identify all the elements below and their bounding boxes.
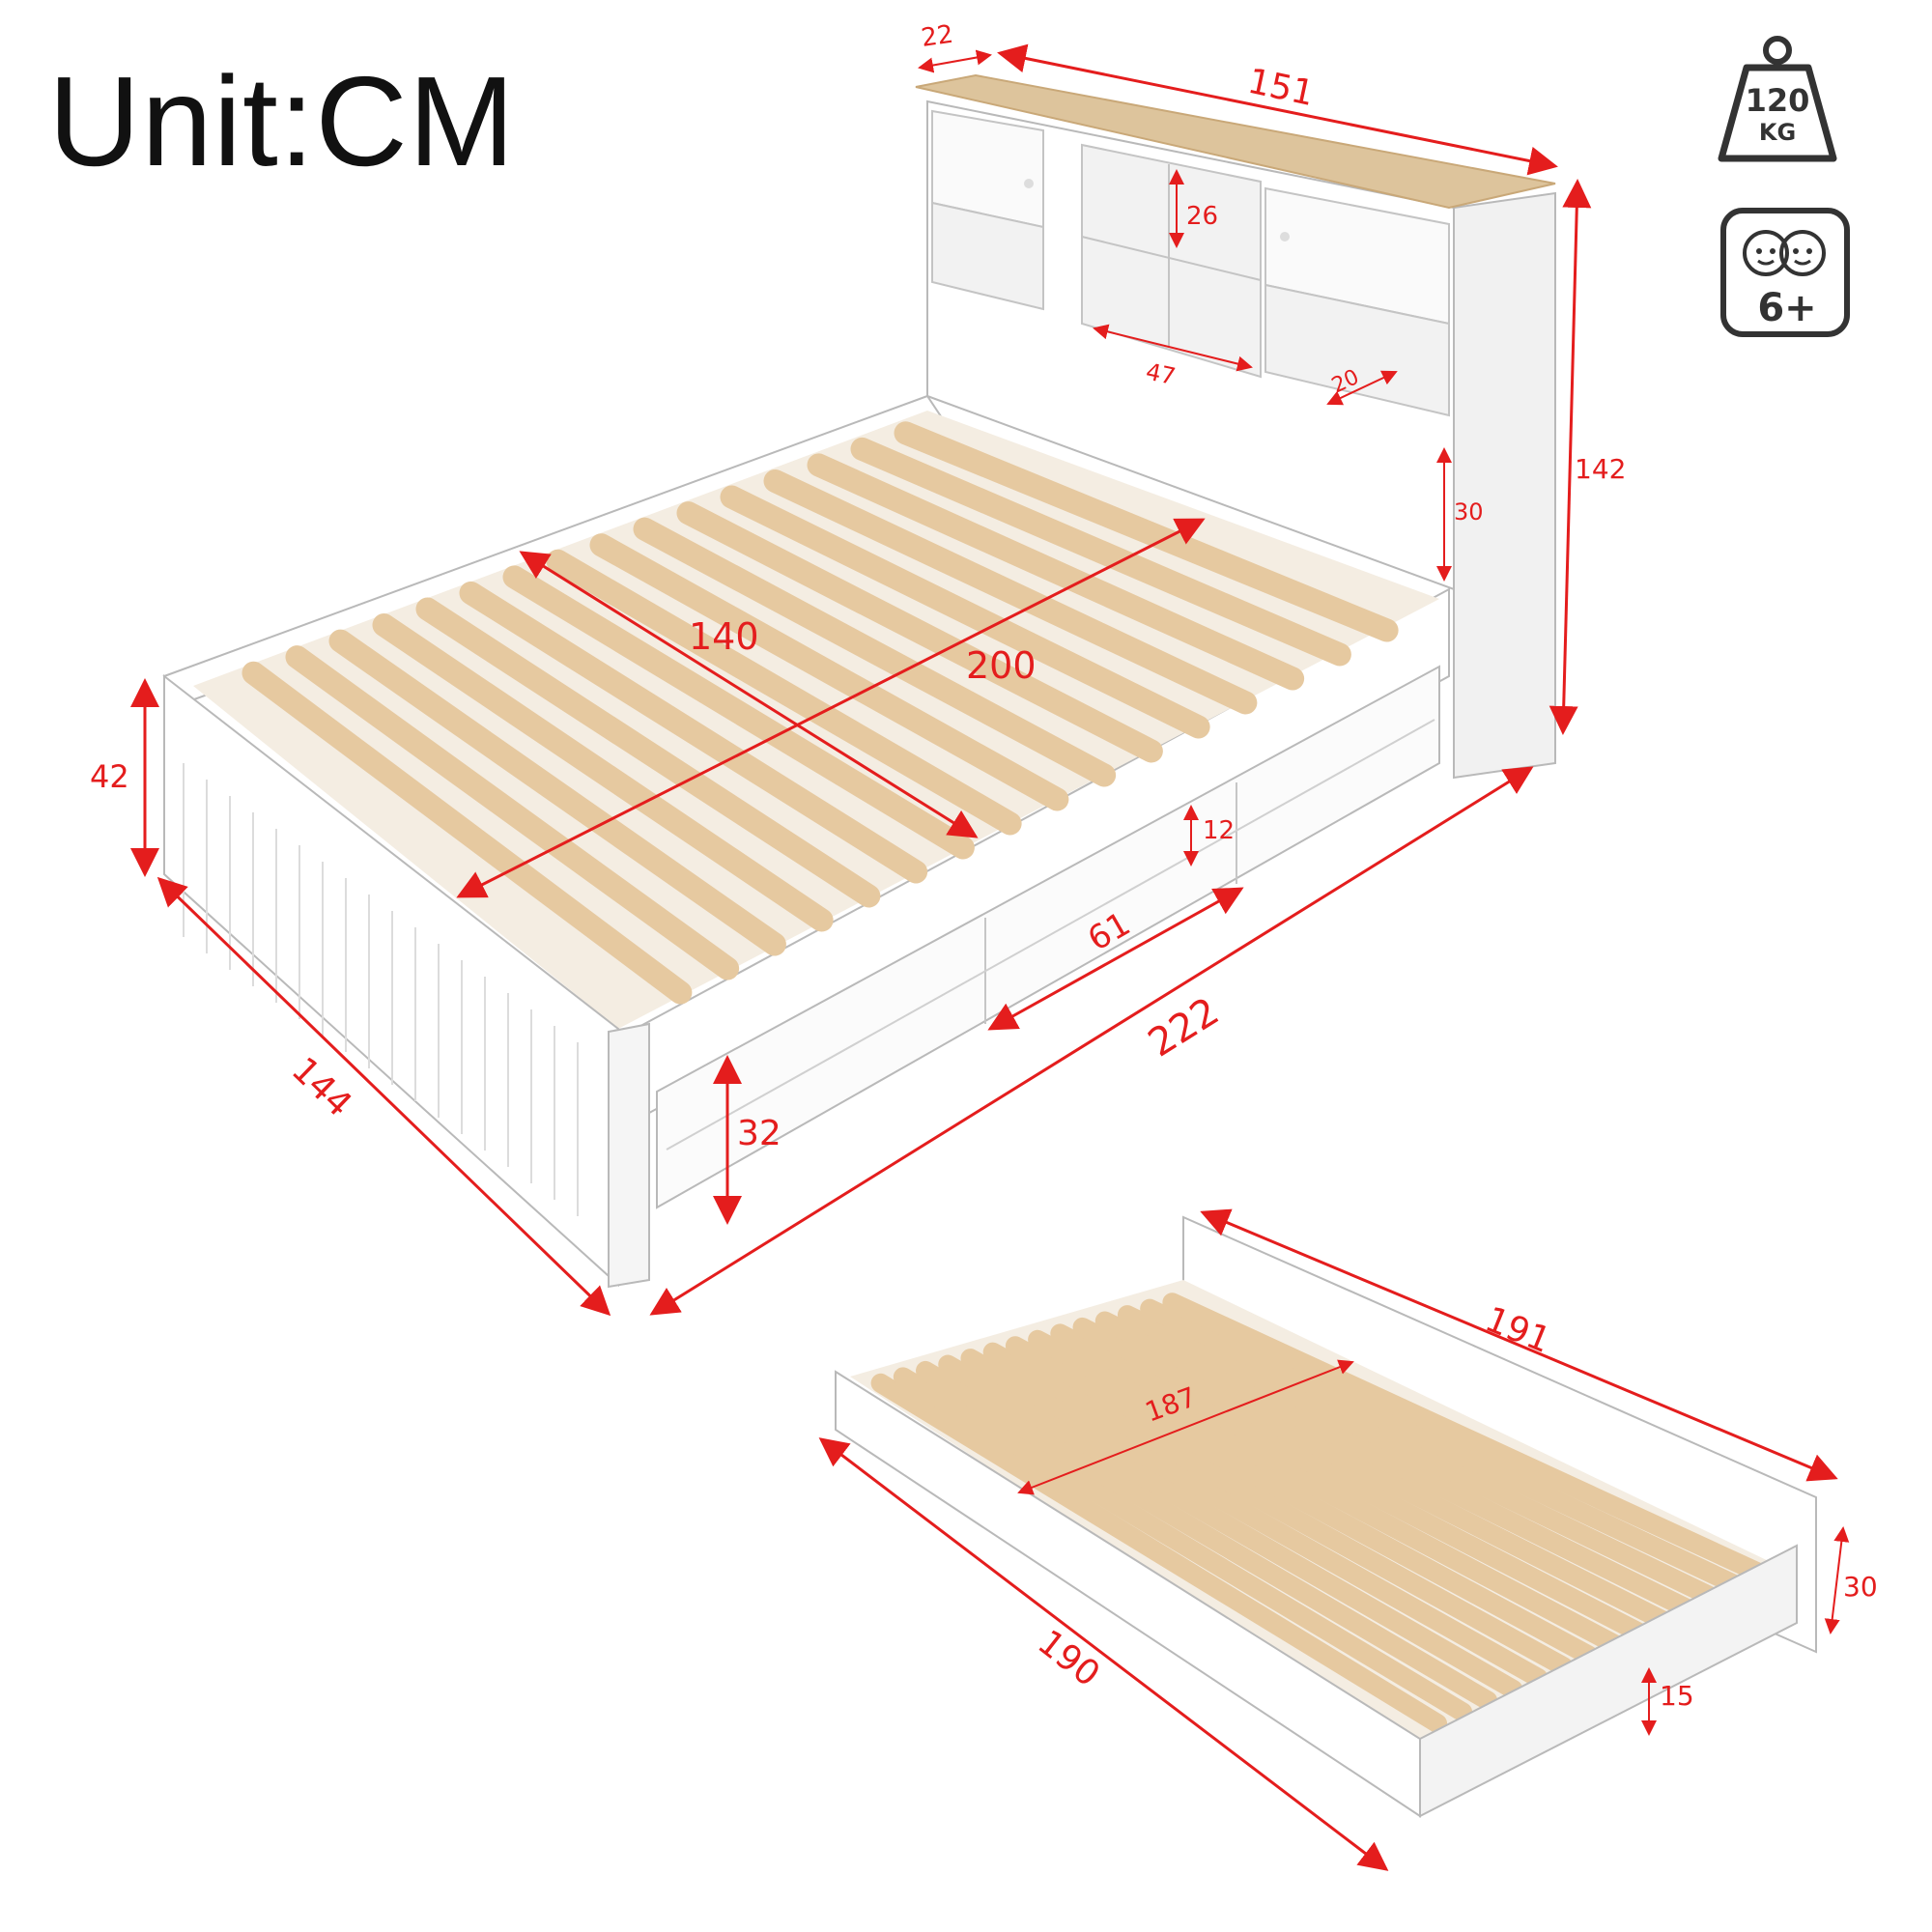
- weight-icon: 120 KG: [1718, 36, 1837, 162]
- label-trundle-width: 190: [1030, 1623, 1106, 1695]
- dim-line-bed-length: [649, 766, 1534, 1316]
- label-drawer-height: 32: [737, 1114, 781, 1153]
- label-trundle-clearance: 15: [1660, 1680, 1694, 1712]
- dim-line-trundle-length: [1200, 1208, 1838, 1482]
- dim-line-mattress-length: [456, 518, 1206, 898]
- label-drawer-depth: 12: [1203, 816, 1235, 845]
- label-shelf-height: 26: [1186, 202, 1218, 231]
- headboard-side: [1453, 191, 1556, 780]
- main-bed: [162, 73, 1556, 1289]
- label-shelf-width: 47: [1144, 357, 1179, 390]
- children-icon: 6+: [1720, 208, 1850, 337]
- label-headboard-depth: 22: [920, 20, 955, 53]
- dim-line-headboard-height: [1548, 179, 1592, 735]
- dim-line-headboard-depth: [918, 49, 992, 73]
- label-headboard-gap: 30: [1454, 498, 1484, 526]
- label-headboard-height: 142: [1575, 453, 1626, 485]
- label-mattress-width: 140: [689, 615, 759, 658]
- dim-line-shelf-depth: [1326, 370, 1398, 406]
- weight-capacity-badge: 120 KG: [1710, 31, 1845, 166]
- weight-value: 120: [1746, 82, 1810, 119]
- trundle-bed: [835, 1215, 1817, 1818]
- dimension-annotations: [130, 43, 1850, 1871]
- label-trundle-height: 30: [1843, 1571, 1878, 1603]
- dim-line-drawer-width: [987, 887, 1244, 1031]
- dim-line-bed-width: [156, 876, 611, 1317]
- label-mattress-length: 200: [966, 644, 1037, 687]
- unit-label: Unit:CM: [48, 50, 516, 192]
- dim-line-trundle-height: [1824, 1526, 1850, 1634]
- weight-unit: KG: [1759, 119, 1796, 146]
- trundle-side-rail: [1419, 1544, 1798, 1818]
- label-bed-height: 42: [90, 758, 129, 795]
- label-trundle-length: 191: [1480, 1299, 1556, 1361]
- dim-line-shelf-width: [1093, 324, 1253, 372]
- dim-line-headboard-width: [997, 43, 1558, 176]
- dim-line-trundle-width: [818, 1437, 1389, 1871]
- age-value: 6+: [1757, 286, 1816, 330]
- age-recommendation-badge: 6+: [1718, 205, 1853, 340]
